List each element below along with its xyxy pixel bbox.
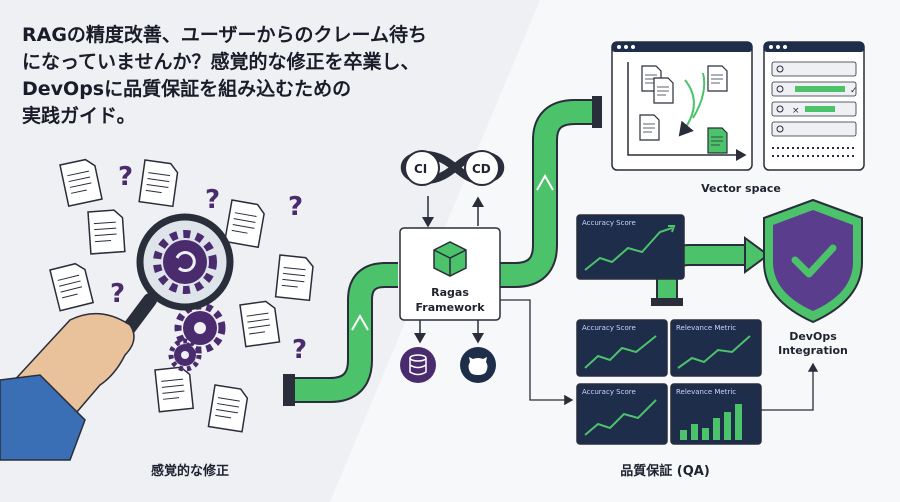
monitor-title: Accuracy Score — [582, 219, 636, 227]
ragas-label-line2: Framework — [415, 301, 485, 314]
question-mark-icon: ? — [205, 185, 220, 215]
result-row — [771, 121, 857, 137]
document-icon — [239, 300, 281, 348]
document-icon — [59, 158, 103, 207]
monitor-title: Relevance Metric — [676, 324, 736, 332]
magnifier-icon — [113, 213, 234, 347]
connector-arrow — [761, 362, 819, 411]
document-icon — [223, 199, 265, 249]
ragas-framework-box: Ragas Framework — [399, 227, 501, 321]
document-icon — [207, 384, 249, 433]
qa-caption: 品質保証 (QA) — [620, 464, 710, 479]
flow-arrow-icon — [536, 173, 554, 191]
result-row: ✓ — [771, 81, 858, 97]
gear-icon — [153, 230, 217, 294]
devops-label-line2: Integration — [778, 344, 848, 357]
document-icon — [49, 262, 95, 312]
gear-icon — [168, 338, 202, 372]
ci-label: CI — [414, 162, 427, 176]
relevance-monitor-bottom: Relevance Metric — [670, 383, 762, 445]
devops-label-line1: DevOps — [789, 330, 837, 343]
document-icon — [274, 254, 314, 302]
accuracy-monitor-mid: Accuracy Score — [576, 319, 668, 377]
question-mark-icon: ? — [288, 192, 303, 222]
monitor-title: Relevance Metric — [676, 388, 736, 396]
cube-icon — [433, 241, 467, 277]
question-mark-icon: ? — [110, 279, 125, 309]
cd-label: CD — [472, 162, 491, 176]
vector-space-label: Vector space — [701, 182, 781, 195]
vector-space-window — [611, 41, 753, 171]
monitor-title: Accuracy Score — [582, 388, 636, 396]
manual-fix-caption: 感覚的な修正 — [150, 464, 229, 479]
flow-arrow-icon — [351, 313, 369, 331]
pipe-joint — [592, 96, 602, 128]
shield-icon — [763, 198, 863, 324]
document-icon — [639, 114, 660, 141]
document-icon — [87, 209, 126, 255]
document-icon — [154, 366, 195, 413]
check-icon — [791, 244, 837, 278]
document-icon — [707, 127, 728, 154]
headline: RAGの精度改善、ユーザーからのクレーム待ち になっていませんか？感覚的な修正を… — [22, 24, 427, 127]
arrow-head — [744, 236, 770, 274]
scattered-documents — [49, 158, 314, 433]
question-mark-icon: ? — [292, 335, 307, 365]
close-icon: × — [792, 106, 800, 116]
hand-illustration — [0, 312, 135, 461]
document-icon — [707, 65, 728, 92]
accuracy-monitor-top: Accuracy Score — [576, 214, 685, 280]
result-row — [771, 61, 857, 77]
question-mark-icon: ? — [118, 162, 133, 192]
relevance-monitor-mid: Relevance Metric — [670, 319, 762, 377]
monitor-title: Accuracy Score — [582, 324, 636, 332]
question-marks: ? ? ? ? ? — [110, 162, 307, 365]
document-icon — [138, 159, 179, 208]
database-icon — [400, 347, 436, 383]
ci-cd-loop: CI CD — [401, 150, 505, 228]
github-icon — [460, 347, 496, 383]
check-icon: ✓ — [850, 86, 858, 96]
pipe-joint — [283, 374, 295, 406]
accuracy-monitor-bottom: Accuracy Score — [576, 383, 668, 445]
search-results-window: ✓ × — [763, 41, 865, 171]
result-row: × — [771, 101, 857, 117]
connector-arrow — [500, 299, 574, 406]
ragas-label-line1: Ragas — [431, 286, 469, 299]
document-icon — [653, 77, 674, 104]
pipe-joint — [651, 298, 683, 306]
